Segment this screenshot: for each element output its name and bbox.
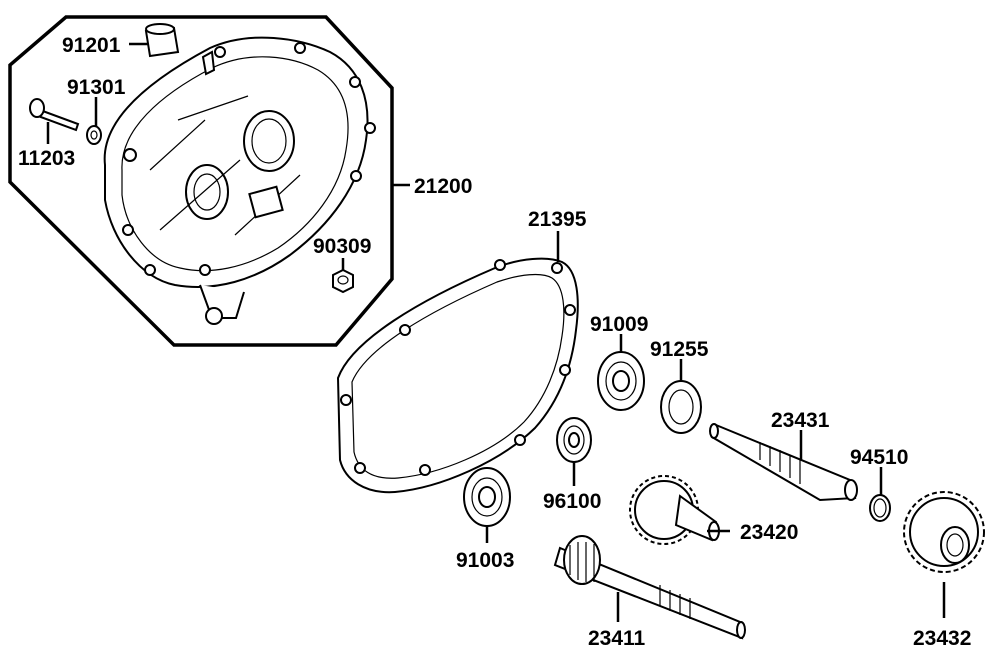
label-96100: 96100 — [543, 490, 601, 513]
label-91003: 91003 — [456, 549, 514, 572]
bearing-91009 — [597, 351, 645, 411]
label-91201: 91201 — [62, 34, 121, 57]
nut-90309 — [332, 268, 354, 294]
bearing-96100 — [556, 417, 592, 463]
case-assembly-frame — [8, 15, 394, 347]
label-91255: 91255 — [650, 338, 709, 361]
label-94510: 94510 — [850, 446, 908, 469]
label-21200: 21200 — [414, 175, 472, 198]
label-91009: 91009 — [590, 313, 648, 336]
shaft-23411 — [553, 535, 746, 640]
gear-23420 — [629, 475, 720, 545]
label-23411: 23411 — [588, 627, 646, 650]
shaft-23431 — [709, 423, 858, 502]
bolt-11203 — [29, 98, 80, 132]
label-11203: 11203 — [18, 147, 75, 170]
label-21395: 21395 — [528, 208, 587, 231]
label-90309: 90309 — [313, 235, 371, 258]
sleeve-91201 — [144, 23, 180, 58]
transmission-case — [103, 36, 376, 325]
seal-91255 — [660, 380, 702, 434]
gear-23432 — [903, 491, 985, 573]
label-23431: 23431 — [771, 409, 830, 432]
label-23432: 23432 — [913, 627, 971, 650]
washer-91301 — [86, 125, 102, 145]
circlip-94510 — [869, 494, 891, 522]
label-91301: 91301 — [67, 76, 126, 99]
label-23420: 23420 — [740, 521, 798, 544]
bearing-91003 — [463, 467, 511, 527]
gasket-21395 — [336, 257, 579, 494]
